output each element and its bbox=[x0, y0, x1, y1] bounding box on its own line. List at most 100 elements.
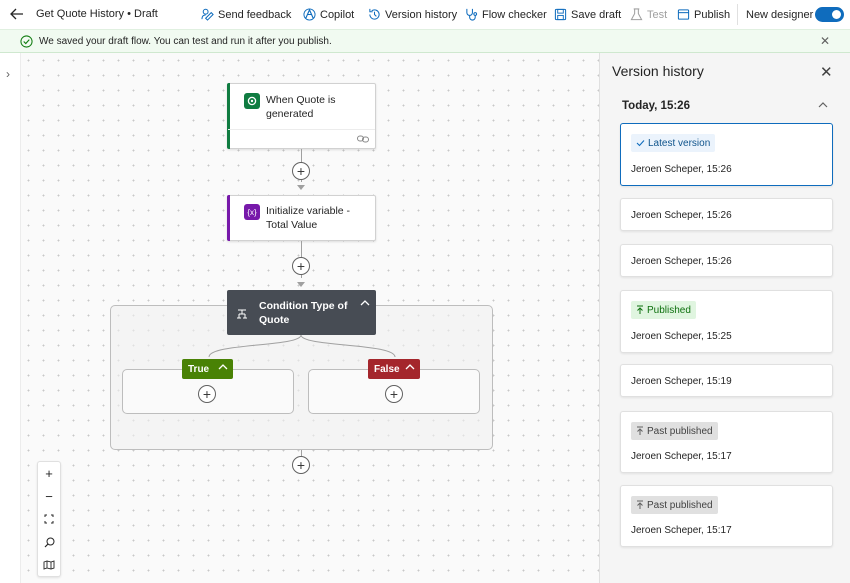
add-false-action-button[interactable]: + bbox=[385, 385, 403, 403]
flow-canvas[interactable]: When Quote is generated + {x} Initialize… bbox=[21, 53, 599, 583]
condition-node[interactable]: Condition Type of Quote bbox=[227, 290, 376, 335]
version-author: Jeroen Scheper, 15:25 bbox=[631, 331, 732, 342]
minimap-icon[interactable] bbox=[38, 554, 60, 576]
action-title: Initialize variable - Total Value bbox=[266, 204, 350, 232]
version-author: Jeroen Scheper, 15:17 bbox=[631, 525, 732, 536]
zoom-out-icon[interactable]: − bbox=[45, 488, 53, 504]
variable-icon: {x} bbox=[244, 204, 260, 220]
chevron-right-icon[interactable]: › bbox=[6, 67, 10, 81]
check-circle-icon bbox=[20, 35, 33, 48]
publish-arrow-icon bbox=[637, 426, 643, 435]
flow-checker-label: Flow checker bbox=[482, 8, 547, 21]
chevron-up-icon bbox=[218, 362, 228, 373]
version-author: Jeroen Scheper, 15:26 bbox=[631, 256, 732, 267]
zoom-controls: + − bbox=[37, 461, 61, 577]
trigger-node[interactable]: When Quote is generated bbox=[227, 83, 376, 149]
badge-label: Published bbox=[647, 304, 691, 316]
checkmark-icon bbox=[636, 140, 645, 147]
connector-line bbox=[301, 450, 302, 456]
action-stripe bbox=[227, 195, 230, 241]
send-feedback-button[interactable]: Send feedback bbox=[201, 0, 291, 29]
action-title-line1: Initialize variable - bbox=[266, 205, 351, 217]
panel-title: Version history bbox=[612, 63, 704, 79]
version-card[interactable]: Past published Jeroen Scheper, 15:17 bbox=[620, 411, 833, 473]
banner-message: We saved your draft flow. You can test a… bbox=[39, 36, 332, 47]
version-card[interactable]: Latest version Jeroen Scheper, 15:26 bbox=[620, 123, 833, 186]
trigger-title-line1: When Quote is bbox=[266, 94, 336, 106]
new-designer-label: New designer bbox=[746, 8, 814, 21]
version-history-label: Version history bbox=[385, 8, 458, 21]
zoom-in-icon[interactable]: + bbox=[45, 465, 53, 481]
initialize-variable-node[interactable]: {x} Initialize variable - Total Value bbox=[227, 195, 376, 241]
dataverse-icon bbox=[244, 93, 260, 109]
trigger-title-line2: generated bbox=[266, 108, 314, 120]
new-designer-toggle[interactable] bbox=[815, 7, 844, 22]
chevron-up-icon bbox=[405, 362, 415, 373]
publish-button[interactable]: Publish bbox=[677, 0, 730, 29]
node-divider bbox=[228, 129, 375, 130]
badge-label: Past published bbox=[647, 499, 713, 511]
add-true-action-button[interactable]: + bbox=[198, 385, 216, 403]
publish-icon bbox=[677, 9, 690, 20]
version-card[interactable]: Published Jeroen Scheper, 15:25 bbox=[620, 290, 833, 353]
chevron-up-icon[interactable] bbox=[818, 99, 828, 111]
test-button[interactable]: Test bbox=[630, 0, 667, 29]
copilot-button[interactable]: Copilot bbox=[303, 0, 354, 29]
badge-label: Latest version bbox=[648, 137, 711, 149]
copilot-label: Copilot bbox=[320, 8, 355, 21]
version-card[interactable]: Past published Jeroen Scheper, 15:17 bbox=[620, 485, 833, 547]
true-label-text: True bbox=[188, 363, 210, 375]
add-step-button[interactable]: + bbox=[292, 162, 310, 180]
chevron-up-icon[interactable] bbox=[360, 298, 370, 309]
version-history-panel: Version history ✕ Today, 15:26 Latest ve… bbox=[599, 53, 850, 583]
stethoscope-icon bbox=[466, 8, 478, 21]
save-draft-label: Save draft bbox=[571, 8, 622, 21]
condition-title-line2: Quote bbox=[259, 314, 290, 326]
banner-close-icon[interactable]: ✕ bbox=[820, 34, 831, 48]
test-label: Test bbox=[647, 8, 668, 21]
send-feedback-label: Send feedback bbox=[218, 8, 292, 21]
publish-arrow-icon bbox=[637, 305, 643, 314]
version-history-button[interactable]: Version history bbox=[368, 0, 457, 29]
connector-arrow bbox=[297, 282, 305, 287]
false-branch-label[interactable]: False bbox=[368, 359, 420, 379]
flow-checker-button[interactable]: Flow checker bbox=[465, 0, 547, 29]
false-label-text: False bbox=[374, 363, 400, 375]
past-published-badge: Past published bbox=[631, 422, 718, 440]
fit-view-icon[interactable] bbox=[38, 508, 60, 530]
copilot-icon bbox=[303, 8, 316, 21]
version-card[interactable]: Jeroen Scheper, 15:19 bbox=[620, 364, 833, 397]
version-author: Jeroen Scheper, 15:26 bbox=[631, 164, 732, 175]
back-arrow-icon[interactable] bbox=[9, 5, 25, 23]
action-title-line2: Total Value bbox=[266, 219, 318, 231]
version-author: Jeroen Scheper, 15:17 bbox=[631, 451, 732, 462]
past-published-badge: Past published bbox=[631, 496, 718, 514]
search-icon[interactable] bbox=[38, 531, 60, 553]
close-icon[interactable]: ✕ bbox=[820, 64, 833, 81]
trigger-title: When Quote is generated bbox=[266, 93, 335, 121]
feedback-icon bbox=[201, 8, 214, 21]
true-branch-label[interactable]: True bbox=[182, 359, 233, 379]
top-command-bar: Get Quote History • Draft Send feedback … bbox=[0, 0, 850, 29]
condition-icon bbox=[237, 309, 247, 319]
trigger-stripe bbox=[227, 83, 230, 149]
publish-arrow-icon bbox=[637, 500, 643, 509]
link-icon bbox=[357, 135, 369, 143]
toolbar-divider bbox=[737, 4, 738, 25]
publish-label: Publish bbox=[694, 8, 731, 21]
save-draft-button[interactable]: Save draft bbox=[554, 0, 621, 29]
save-icon bbox=[554, 8, 567, 21]
history-icon bbox=[369, 8, 380, 20]
version-card[interactable]: Jeroen Scheper, 15:26 bbox=[620, 244, 833, 277]
version-group-header: Today, 15:26 bbox=[622, 100, 690, 112]
version-author: Jeroen Scheper, 15:26 bbox=[631, 210, 732, 221]
beaker-icon bbox=[630, 8, 643, 21]
add-step-button[interactable]: + bbox=[292, 257, 310, 275]
add-step-button[interactable]: + bbox=[292, 456, 310, 474]
left-rail: › bbox=[0, 53, 21, 583]
branch-connectors bbox=[208, 335, 396, 358]
version-card[interactable]: Jeroen Scheper, 15:26 bbox=[620, 198, 833, 231]
flow-title: Get Quote History • Draft bbox=[36, 8, 158, 20]
connector-arrow bbox=[297, 185, 305, 190]
version-author: Jeroen Scheper, 15:19 bbox=[631, 376, 732, 387]
